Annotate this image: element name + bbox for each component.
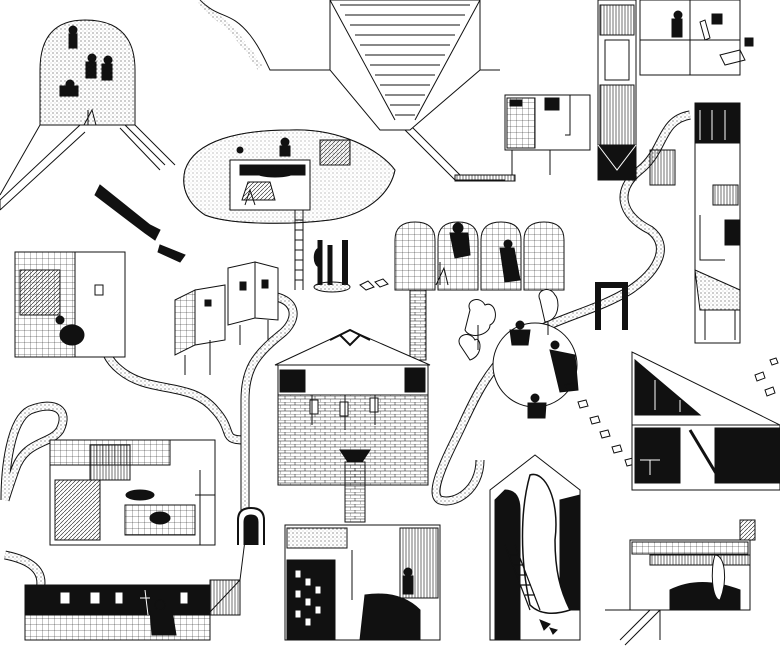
library-room <box>14 251 126 358</box>
gallery-panels <box>174 261 279 375</box>
gallery-wall-top-right <box>639 0 754 76</box>
tunnel-arch <box>237 506 265 545</box>
figure-reclining <box>254 166 296 178</box>
cathedral-window <box>489 454 581 641</box>
stepped-amphitheater <box>197 0 500 131</box>
bramble-hedge <box>94 184 186 263</box>
cactus-pair <box>313 240 389 293</box>
workshop <box>49 439 216 546</box>
black-gate <box>595 282 628 330</box>
figure-at-desk <box>236 137 291 157</box>
diagonal-room-right <box>631 351 780 491</box>
diagonal-ramp-left <box>0 124 86 211</box>
arched-hall <box>0 19 176 196</box>
diagonal-ramp-bottom-left <box>209 539 246 616</box>
diagonal-ramp-arched <box>119 124 166 171</box>
greenhouse-arches <box>394 221 565 361</box>
cave-studio <box>183 129 396 224</box>
figure-seated-group <box>59 25 113 97</box>
winding-path-center <box>240 290 298 520</box>
theater-stage <box>284 524 441 641</box>
right-long-room <box>649 102 741 344</box>
stepping-stones <box>564 357 779 467</box>
gabled-house <box>274 328 431 523</box>
diagonal-ramp-top-center <box>404 124 516 182</box>
lower-right-room <box>605 519 756 640</box>
round-platform <box>458 289 579 419</box>
winding-path-left-loop <box>0 401 68 502</box>
small-studio <box>504 94 591 175</box>
ladder <box>294 210 304 290</box>
lower-rooms <box>24 584 211 641</box>
tall-tower <box>597 0 637 181</box>
